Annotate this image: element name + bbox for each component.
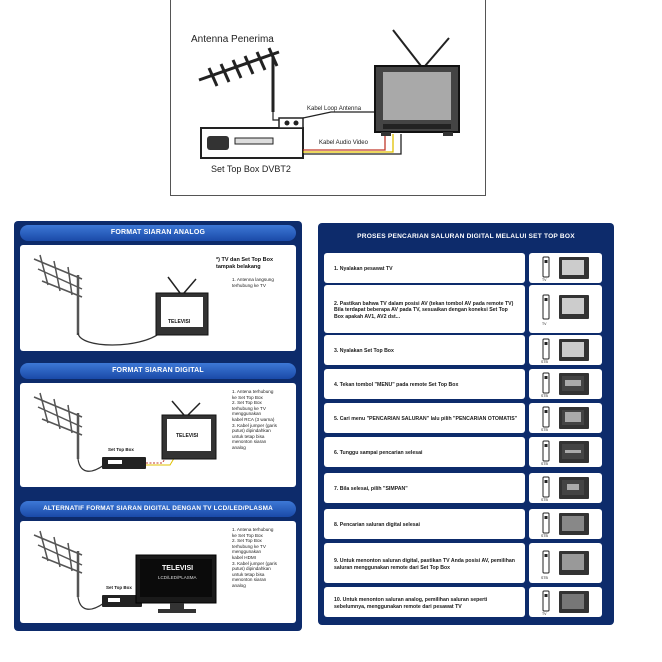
stb-remote-icon: [542, 338, 550, 360]
digital-section-body: TELEVISI Set Top Box 1. Antena terhubung…: [20, 383, 296, 487]
step-illustration: STB: [529, 403, 602, 433]
remote-tag: STB: [541, 428, 548, 432]
digital-diagram: [33, 392, 217, 472]
analog-diagram: [33, 254, 209, 346]
alt-note: 1. Antena terhubung ke Set Top Box 2. Se…: [232, 527, 277, 588]
left-format-panel: FORMAT SIARAN ANALOG TELEVISI *) TV dan …: [14, 221, 302, 631]
remote-tag: TV: [542, 612, 547, 616]
step-row: 2. Pastikan bahwa TV dalam posisi AV (te…: [324, 285, 602, 333]
set-top-box-label: Set Top Box DVBT2: [211, 164, 291, 174]
step-row: 10. Untuk menonton saluran analog, pemil…: [324, 587, 602, 617]
tv-remote-icon: [542, 256, 550, 278]
cable-av-label: Kabel Audio Video: [319, 140, 368, 146]
remote-tag: STB: [541, 462, 548, 466]
remote-tag: STB: [541, 576, 548, 580]
alt-section-title: ALTERNATIF FORMAT SIARAN DIGITAL DENGAN …: [20, 501, 296, 517]
stb-remote-icon: [542, 512, 550, 534]
step-text: 5. Cari menu "PENCARIAN SALURAN" lalu pi…: [324, 403, 525, 433]
step-illustration: TV: [529, 253, 602, 283]
tv-icon: [559, 513, 589, 535]
tv-icon: [559, 257, 589, 279]
set-top-box-icon: [102, 595, 142, 607]
step-text: 7. Bila selesai, pilih "SIMPAN": [324, 473, 525, 503]
tv-icon: [559, 373, 589, 395]
remote-tag: STB: [541, 498, 548, 502]
alt-tv-sublabel: LCD/LED/PLASMA: [158, 575, 197, 580]
analog-note-title: *) TV dan Set Top Box tampak belakang: [216, 257, 274, 270]
step-illustration: STB: [529, 335, 602, 365]
tv-icon: [155, 276, 209, 336]
step-text: 4. Tekan tombol "MENU" pada remote Set T…: [324, 369, 525, 399]
step-text: 2. Pastikan bahwa TV dalam posisi AV (te…: [324, 285, 525, 333]
step-illustration: TV: [529, 587, 602, 617]
remote-tag: TV: [542, 278, 547, 282]
digital-note: 1. Antena terhubung ke Set Top Box 2. Se…: [232, 389, 277, 450]
stb-remote-icon: [542, 550, 550, 574]
tv-icon: [559, 295, 589, 319]
step-illustration: STB: [529, 473, 602, 503]
step-text: 6. Tunggu sampai pencarian selesai: [324, 437, 525, 467]
analog-section-title: FORMAT SIARAN ANALOG: [20, 225, 296, 241]
tv-icon: [559, 551, 589, 575]
antenna-icon: [33, 530, 83, 597]
tv-icon: [559, 477, 589, 499]
remote-tag: STB: [541, 360, 548, 364]
cable-loop-label: Kabel Loop Antenna: [307, 106, 362, 112]
remote-tag: STB: [541, 394, 548, 398]
step-row: 4. Tekan tombol "MENU" pada remote Set T…: [324, 369, 602, 399]
antenna-icon: [198, 47, 280, 112]
alt-stb-label: Set Top Box: [106, 585, 132, 590]
step-text: 9. Untuk menonton saluran digital, pasti…: [324, 543, 525, 583]
step-row: 9. Untuk menonton saluran digital, pasti…: [324, 543, 602, 583]
digital-stb-label: Set Top Box: [108, 447, 134, 452]
analog-note: 1. Antenna langsung terhubung ke TV: [232, 277, 274, 288]
step-illustration: STB: [529, 437, 602, 467]
analog-tv-label: TELEVISI: [168, 319, 191, 325]
top-connection-diagram: Antenna Penerima Set Top Box DVBT2 Kabel…: [170, 0, 486, 196]
set-top-box-icon: [102, 457, 146, 469]
channel-search-process-panel: PROSES PENCARIAN SALURAN DIGITAL MELALUI…: [318, 223, 614, 625]
step-text: 8. Pencarian saluran digital selesai: [324, 509, 525, 539]
step-illustration: STB: [529, 543, 602, 583]
stb-remote-icon: [542, 440, 550, 462]
digital-section-title: FORMAT SIARAN DIGITAL: [20, 363, 296, 379]
tv-icon: [559, 407, 589, 429]
tv-icon: [559, 339, 589, 361]
tv-icon: [559, 441, 589, 463]
analog-section-body: TELEVISI *) TV dan Set Top Box tampak be…: [20, 245, 296, 351]
step-text: 3. Nyalakan Set Top Box: [324, 335, 525, 365]
digital-tv-label: TELEVISI: [176, 433, 199, 439]
alt-diagram: [33, 530, 217, 613]
step-illustration: TV: [529, 285, 602, 333]
stb-remote-icon: [542, 372, 550, 394]
step-row: 3. Nyalakan Set Top Box STB: [324, 335, 602, 365]
step-illustration: STB: [529, 509, 602, 539]
top-diagram-drawing: [198, 29, 460, 159]
stb-remote-icon: [542, 406, 550, 428]
tv-icon: [559, 591, 589, 613]
step-row: 1. Nyalakan pesawat TV TV: [324, 253, 602, 283]
step-row: 7. Bila selesai, pilih "SIMPAN" STB: [324, 473, 602, 503]
step-text: 10. Untuk menonton saluran analog, pemil…: [324, 587, 525, 617]
tv-remote-icon: [542, 590, 550, 612]
tv-remote-icon: [542, 294, 550, 320]
step-row: 6. Tunggu sampai pencarian selesai STB: [324, 437, 602, 467]
step-row: 5. Cari menu "PENCARIAN SALURAN" lalu pi…: [324, 403, 602, 433]
alt-tv-label: TELEVISI: [162, 565, 194, 572]
set-top-box-icon: [200, 117, 304, 159]
antenna-label: Antenna Penerima: [191, 34, 274, 45]
step-illustration: STB: [529, 369, 602, 399]
tv-icon: [374, 29, 460, 136]
step-text: 1. Nyalakan pesawat TV: [324, 253, 525, 283]
antenna-icon: [33, 254, 83, 335]
step-row: 8. Pencarian saluran digital selesai STB: [324, 509, 602, 539]
remote-tag: STB: [541, 534, 548, 538]
stb-remote-icon: [542, 476, 550, 498]
tv-icon: [161, 400, 217, 460]
remote-tag: TV: [542, 322, 547, 326]
alt-section-body: TELEVISI LCD/LED/PLASMA Set Top Box 1. A…: [20, 521, 296, 623]
process-title: PROSES PENCARIAN SALURAN DIGITAL MELALUI…: [357, 233, 575, 240]
antenna-icon: [33, 392, 83, 459]
lcd-tv-icon: [135, 554, 217, 613]
